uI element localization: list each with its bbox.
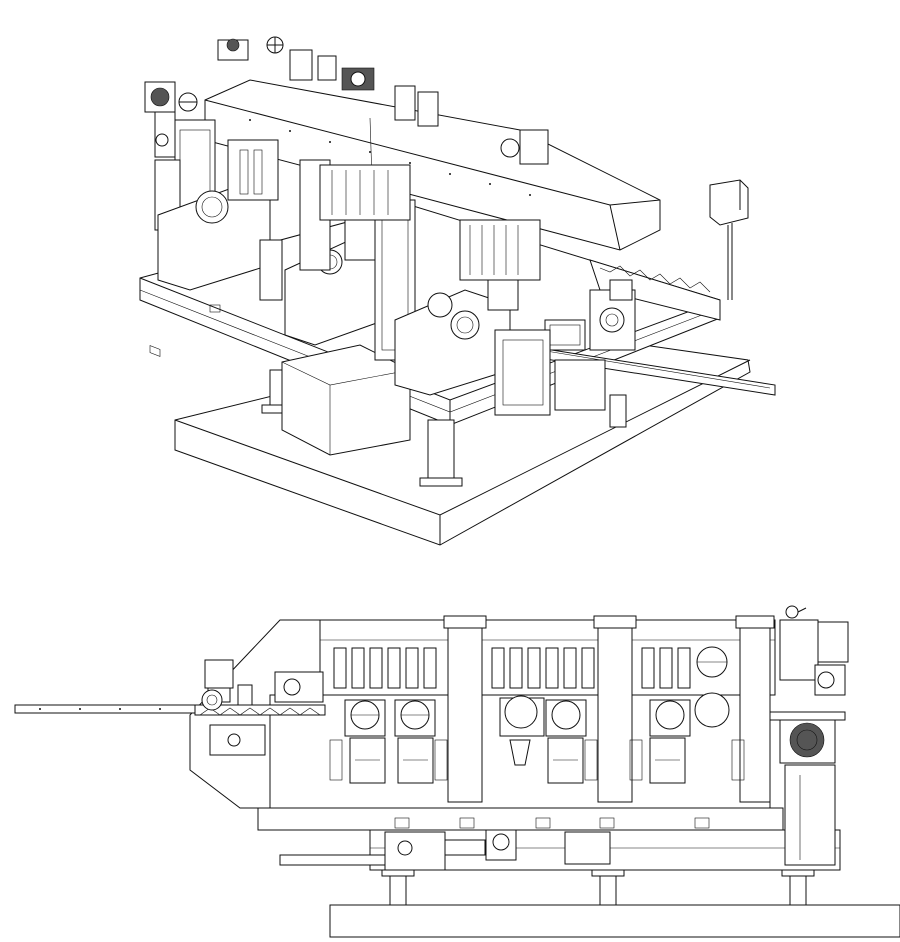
outfeed-unit	[201, 659, 324, 756]
lower-base	[257, 807, 841, 871]
right-drive	[769, 605, 849, 866]
center-spindle-array	[319, 164, 411, 221]
spindle-motors	[329, 737, 745, 784]
rivet-row-beam	[249, 119, 531, 196]
isometric-view	[139, 36, 776, 546]
front-elevation-view	[14, 605, 900, 938]
spindle-head-1	[157, 139, 283, 301]
elevation-feet	[381, 869, 815, 906]
top-mechanisms	[217, 36, 549, 165]
foundation-block	[329, 904, 900, 938]
column-pillars	[443, 615, 775, 803]
spindle-adjusters	[333, 647, 691, 689]
elevation-spindle-heads	[344, 646, 730, 737]
outfeed-rail	[14, 704, 326, 716]
infeed-unit	[494, 279, 636, 416]
spindle-head-3	[394, 219, 541, 396]
control-cabinet	[709, 179, 749, 300]
left-drive-motor	[144, 81, 198, 158]
under-housing	[281, 344, 411, 456]
